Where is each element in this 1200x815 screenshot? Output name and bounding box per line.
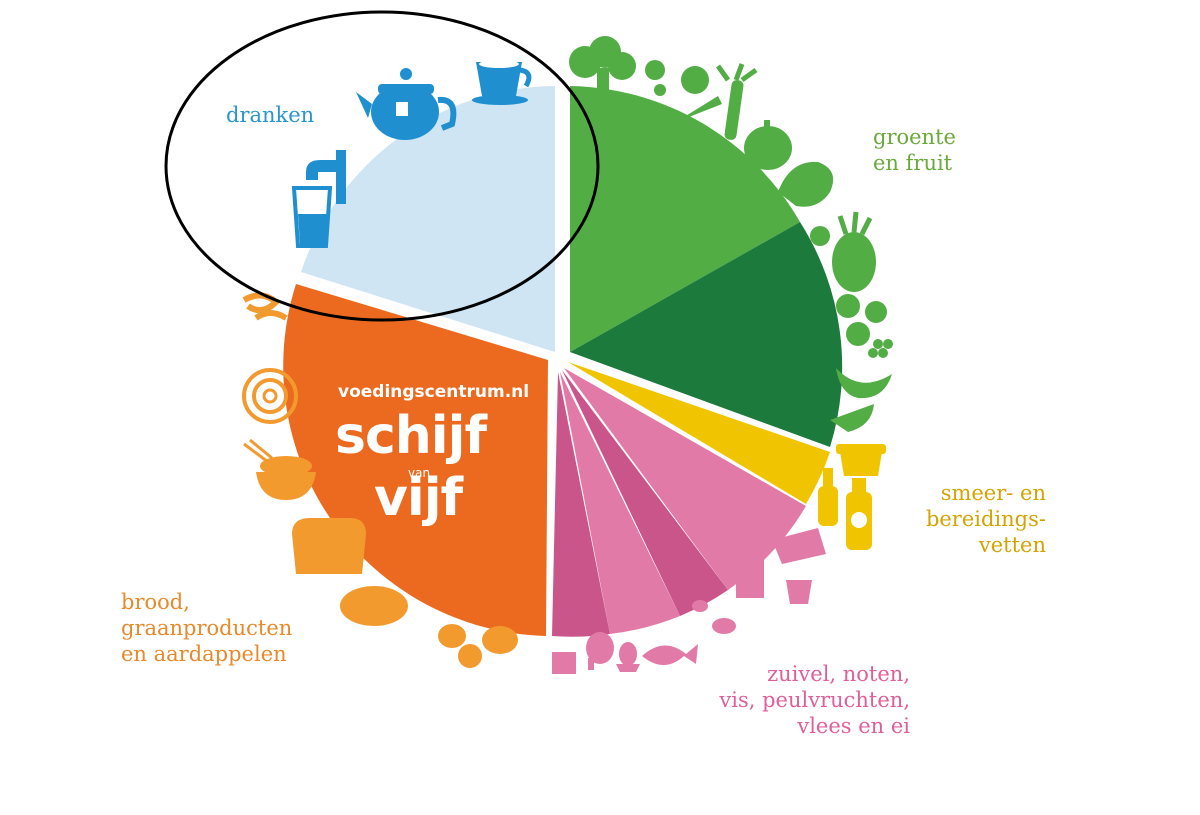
segment-veg-dark [570, 222, 843, 447]
egg-icon [616, 642, 640, 672]
label-drinks: dranken [226, 103, 315, 127]
banana-icon [836, 368, 892, 399]
potato-icon [438, 624, 518, 668]
leek-icon [715, 63, 758, 140]
melon-icon [830, 404, 874, 432]
rice-bowl-icon [243, 438, 316, 500]
glass-icon [291, 186, 333, 248]
brand-title-van: van [408, 466, 431, 480]
tap-icon [306, 150, 346, 204]
brand-title-schijf: schijf [335, 406, 487, 466]
label-vegetables-fruit: groente en fruit [873, 125, 956, 175]
noodles-icon [242, 368, 298, 424]
segment-dairy-3 [560, 372, 680, 634]
pasta-icon [242, 292, 288, 321]
carrot-icon [676, 96, 722, 122]
tomato-icon [645, 60, 709, 96]
tofu-icon [552, 652, 576, 674]
oil-bottle-icon [818, 468, 838, 526]
segment-dairy-1 [564, 368, 806, 590]
cheese-icon [772, 528, 826, 564]
lettuce-icon [778, 161, 834, 207]
sunflower-oil-icon [846, 478, 872, 550]
brand-title-vijf: vijf [374, 468, 463, 528]
label-dairy-protein: zuivel, noten, vis, peulvruchten, vlees … [719, 662, 910, 738]
teapot-icon [356, 68, 457, 140]
segment-grain [283, 284, 548, 636]
fish-icon [642, 644, 698, 665]
label-spreads-fats: smeer- en bereidings- vetten [925, 481, 1046, 557]
pineapple-icon [810, 211, 876, 292]
highlight-ellipse [164, 10, 600, 322]
segment-drinks [301, 86, 555, 352]
segment-dairy-2 [562, 370, 728, 616]
grapes-icon [868, 339, 893, 358]
broccoli-icon [569, 36, 636, 98]
yogurt-icon [786, 580, 812, 604]
segment-fat [568, 362, 830, 504]
peanut-icon [692, 600, 736, 634]
segment-dairy-4 [552, 372, 610, 637]
segment-veg-light [570, 86, 800, 352]
label-bread-grains: brood, graanproducten en aardappelen [121, 590, 293, 666]
brand-website: voedingscentrum.nl [338, 382, 530, 402]
roll-icon [340, 586, 408, 626]
cup-icon [472, 60, 532, 105]
milk-carton-icon [736, 546, 764, 598]
chicken-leg-icon [586, 632, 614, 670]
margarine-tub-icon [836, 444, 886, 476]
bread-icon [292, 518, 366, 574]
pumpkin-icon [744, 120, 792, 170]
apple-icon [836, 294, 887, 346]
